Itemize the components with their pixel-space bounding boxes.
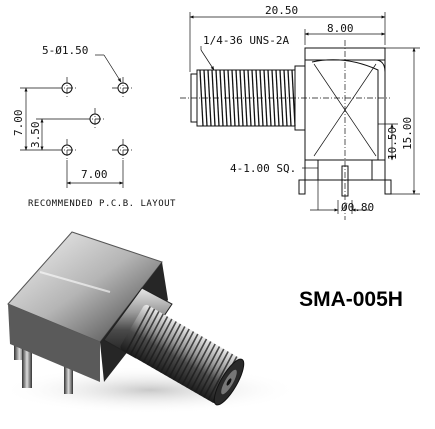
- pad-top-right: [112, 77, 134, 99]
- side-view: 20.50 8.00 1/4-36 UNS-2A 1: [180, 4, 420, 220]
- dim-body-length: 8.00: [327, 22, 354, 35]
- hole-callout: 5-Ø1.50: [42, 44, 88, 57]
- pad-bottom-right: [112, 139, 134, 161]
- pin-size: 4-1.00 SQ.: [230, 162, 296, 175]
- dim-pcb-center: 3.50: [29, 122, 42, 149]
- pad-top-left: [56, 77, 78, 99]
- pcb-layout-caption: RECOMMENDED P.C.B. LAYOUT: [28, 199, 176, 209]
- dim-pcb-width: 7.00: [81, 168, 108, 181]
- connector-photo: [0, 231, 300, 414]
- pcb-layout: 5-Ø1.50 7.00 3.50: [12, 44, 176, 209]
- thread-spec: 1/4-36 UNS-2A: [203, 34, 289, 47]
- part-number-label: SMA-005H: [299, 288, 403, 311]
- dim-overall-length: 20.50: [265, 4, 298, 17]
- pad-bottom-left: [56, 139, 78, 161]
- dim-height-total: 15.00: [401, 117, 414, 150]
- dim-height-body: 10.50: [386, 127, 399, 160]
- pin-diameter: Ø0.80: [341, 201, 374, 214]
- dim-pcb-height: 7.00: [12, 110, 25, 137]
- pad-center: [84, 108, 106, 130]
